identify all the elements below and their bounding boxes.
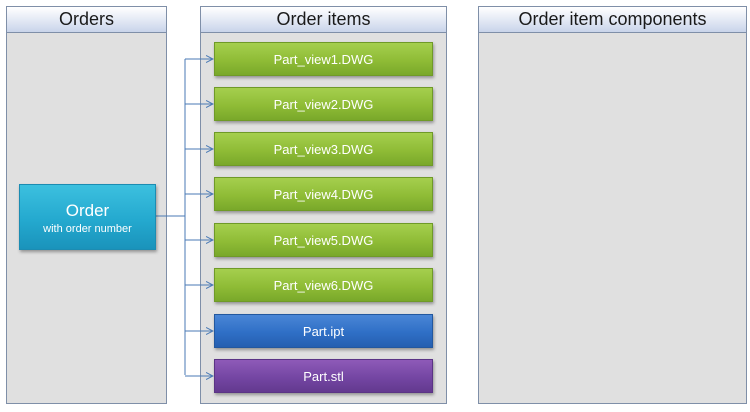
order-item[interactable]: Part_view1.DWG [214,42,433,76]
order-item-label: Part_view4.DWG [273,187,374,202]
order-title: Order [65,201,110,220]
order-item[interactable]: Part_view4.DWG [214,177,433,211]
order-item[interactable]: Part_view5.DWG [214,223,433,257]
branch-arrows [185,59,213,376]
order-item[interactable]: Part_view2.DWG [214,87,433,121]
order-item-label: Part_view1.DWG [273,52,374,67]
order-item-label: Part_view6.DWG [273,278,374,293]
order-item-label: Part_view5.DWG [273,233,374,248]
order-box[interactable]: Order with order number [19,184,156,250]
order-subtitle: with order number [43,223,132,235]
order-item[interactable]: Part.ipt [214,314,433,348]
order-item-label: Part_view2.DWG [273,97,374,112]
order-item[interactable]: Part_view3.DWG [214,132,433,166]
order-item[interactable]: Part_view6.DWG [214,268,433,302]
order-items-column-header: Order items [201,7,446,33]
orders-column-header: Orders [7,7,166,33]
order-item-label: Part_view3.DWG [273,142,374,157]
order-item-label: Part.stl [303,369,344,384]
order-item[interactable]: Part.stl [214,359,433,393]
order-item-components-column: Order item components [478,6,747,404]
order-item-label: Part.ipt [302,324,345,339]
order-item-components-column-header: Order item components [479,7,746,33]
